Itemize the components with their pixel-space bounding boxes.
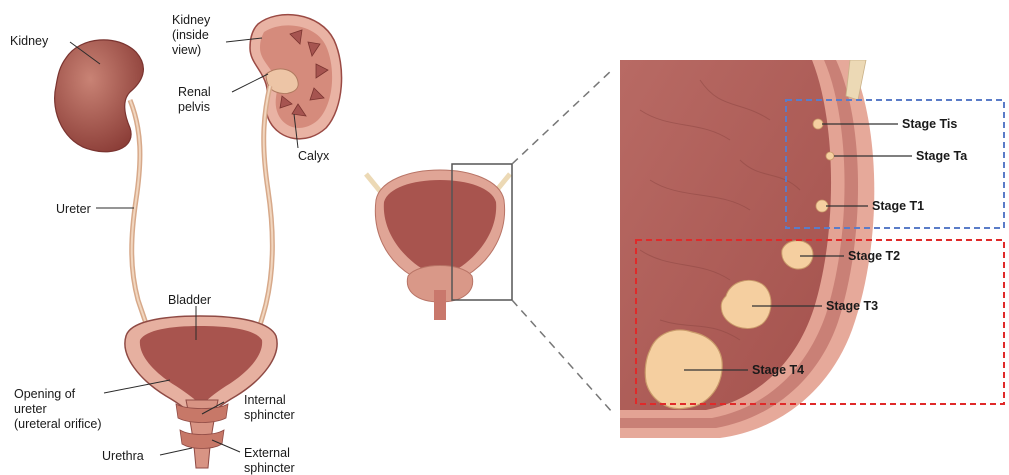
label-stage-tis: Stage Tis: [902, 117, 957, 131]
label-opening-line1: Opening of: [14, 387, 76, 401]
tumor-ta: [826, 152, 834, 160]
label-opening-line3: (ureteral orifice): [14, 417, 102, 431]
zoom-line-bottom: [512, 300, 612, 412]
label-renal-pelvis-line2: pelvis: [178, 100, 210, 114]
label-external-line1: External: [244, 446, 290, 460]
label-kidney-inside-line3: view): [172, 43, 201, 57]
label-internal-line2: sphincter: [244, 408, 295, 422]
label-stage-t2: Stage T2: [848, 249, 900, 263]
label-opening-line2: ureter: [14, 402, 47, 416]
label-bladder: Bladder: [168, 293, 211, 307]
label-stage-t1: Stage T1: [872, 199, 924, 213]
urinary-system-illustration: Kidney Kidney (inside view) Renal pelvis…: [10, 13, 342, 475]
overview-urethra: [434, 290, 446, 320]
label-stage-t4: Stage T4: [752, 363, 804, 377]
label-ureter: Ureter: [56, 202, 91, 216]
label-stage-ta: Stage Ta: [916, 149, 968, 163]
label-internal-line1: Internal: [244, 393, 286, 407]
left-kidney: [55, 40, 144, 152]
label-renal-pelvis-line1: Renal: [178, 85, 211, 99]
label-external-line2: sphincter: [244, 461, 295, 475]
label-kidney-inside-line1: Kidney: [172, 13, 211, 27]
zoom-line-top: [512, 70, 612, 164]
label-kidney-inside-line2: (inside: [172, 28, 209, 42]
tumor-tis: [813, 119, 823, 129]
label-calyx: Calyx: [298, 149, 330, 163]
label-kidney: Kidney: [10, 34, 49, 48]
label-urethra: Urethra: [102, 449, 144, 463]
bladder-overview: [366, 70, 612, 412]
label-stage-t3: Stage T3: [826, 299, 878, 313]
